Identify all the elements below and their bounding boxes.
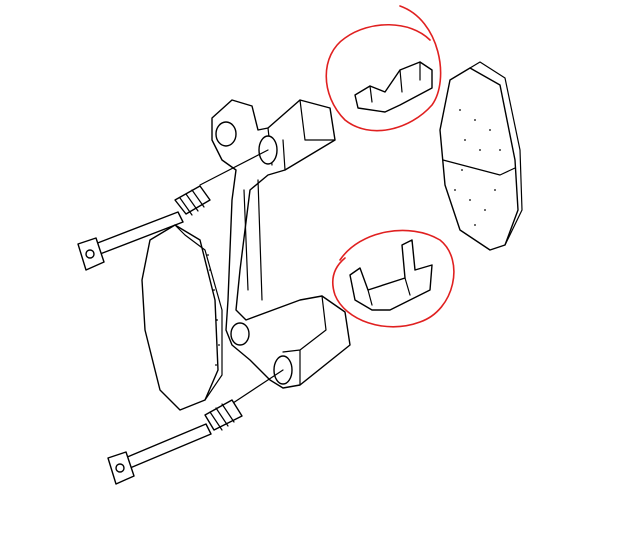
inner-brake-pad [141,224,223,411]
upper-pad-clip [354,61,433,113]
upper-guide-pin [77,149,269,271]
upper-clip-circle [325,5,442,132]
pad-friction-dots [207,254,220,366]
outer-brake-pad [439,61,523,251]
caliper-bracket [211,99,351,389]
lower-clip-circle [331,229,455,328]
pad-friction-dots [454,109,501,226]
lower-guide-pin [107,369,284,485]
lower-pad-clip [349,239,433,311]
